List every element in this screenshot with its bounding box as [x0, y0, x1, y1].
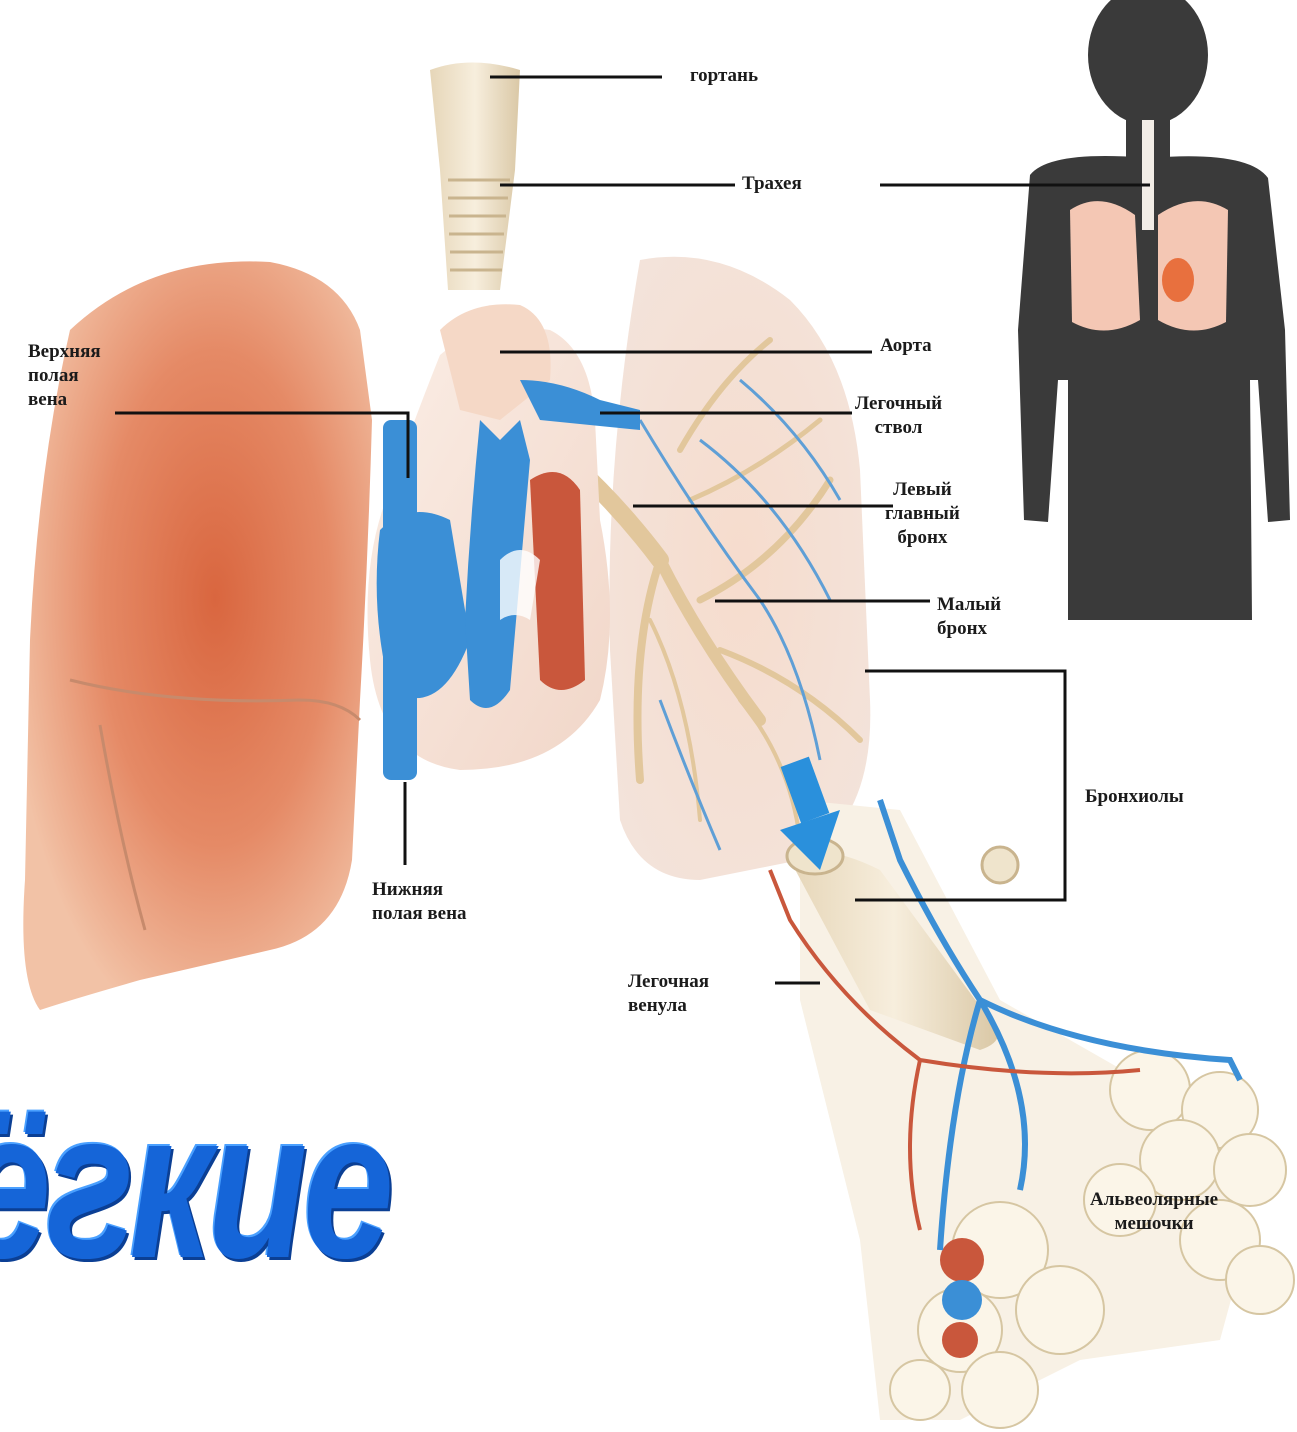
bronchiole-closeup	[770, 757, 1294, 1428]
trachea	[430, 63, 520, 291]
label-aorta: Аорта	[880, 334, 932, 358]
label-gortan: гортань	[690, 64, 758, 88]
vena-cava	[383, 420, 417, 780]
label-nizhnyaya-vena: Нижняя полая вена	[372, 878, 467, 926]
label-alveolyarnye: Альвеолярные мешочки	[1090, 1188, 1218, 1236]
label-trakheya: Трахея	[742, 172, 802, 196]
page-title: ёгкие	[0, 1075, 389, 1295]
label-verkhnyaya-vena: Верхняя полая вена	[28, 340, 101, 412]
label-legochnaya-venula: Легочная венула	[628, 970, 709, 1018]
label-maly-bronkh: Малый бронх	[937, 593, 1001, 641]
label-levy-bronkh: Левый главный бронх	[885, 478, 960, 550]
right-lung	[609, 257, 870, 880]
human-silhouette	[1018, 0, 1290, 620]
label-legochny-stvol: Легочный ствол	[855, 392, 942, 440]
label-bronkhioly: Бронхиолы	[1085, 785, 1184, 809]
